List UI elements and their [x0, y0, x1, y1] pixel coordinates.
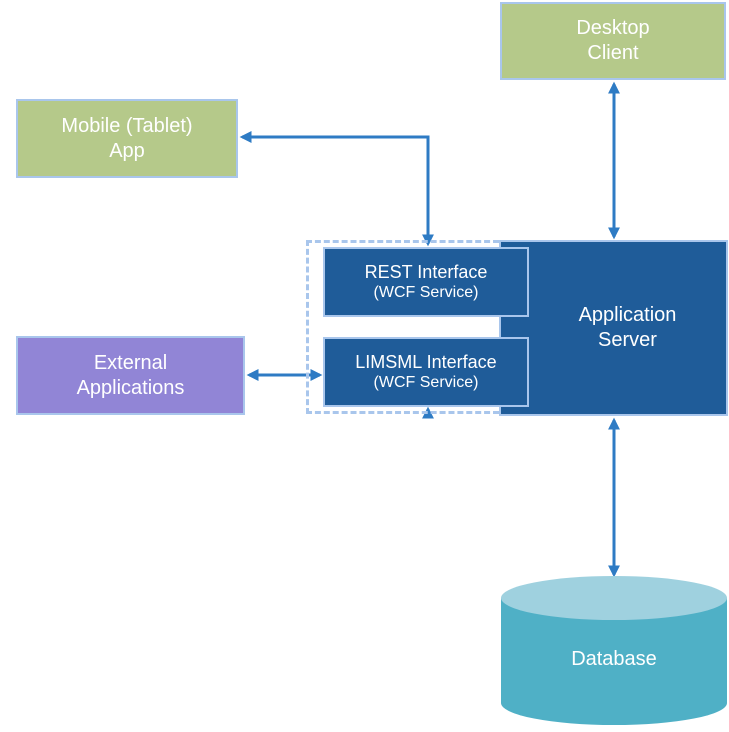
mobile-rest-connector — [239, 131, 434, 247]
limsml-interface-subtitle: (WCF Service) — [373, 374, 479, 392]
desktop-client-node[interactable]: Desktop Client — [500, 2, 726, 80]
database-cylinder — [501, 576, 727, 725]
rest-interface-node[interactable]: REST Interface (WCF Service) — [323, 247, 529, 317]
rest-interface-subtitle: (WCF Service) — [373, 284, 479, 302]
desktop-client-label: Desktop Client — [576, 17, 650, 64]
limsml-interface-node[interactable]: LIMSML Interface (WCF Service) — [323, 337, 529, 407]
mobile-app-node[interactable]: Mobile (Tablet) App — [16, 99, 238, 178]
database-label: Database — [571, 648, 657, 670]
external-applications-node[interactable]: External Applications — [16, 336, 245, 415]
mobile-app-label: Mobile (Tablet) App — [61, 114, 193, 162]
application-server-label: Application Server — [578, 304, 677, 351]
interface-group-boundary — [306, 240, 499, 414]
application-server-node[interactable]: Application Server — [499, 240, 728, 416]
external-applications-label: External Applications — [76, 351, 185, 399]
rest-interface-title: REST Interface — [364, 261, 488, 282]
limsml-interface-title: LIMSML Interface — [355, 351, 497, 372]
